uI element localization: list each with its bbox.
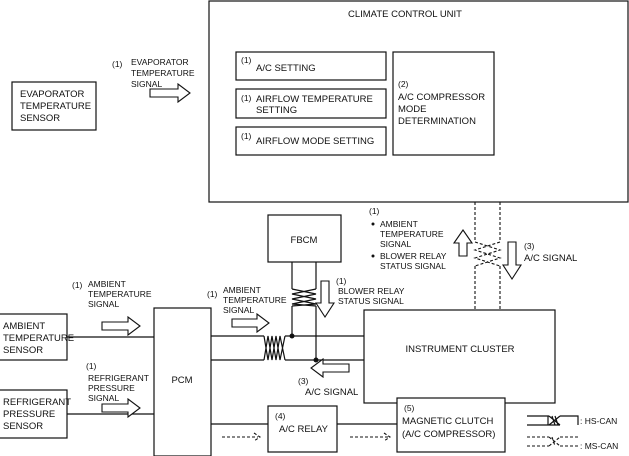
svg-text:TEMPERATURE: TEMPERATURE [20, 101, 91, 112]
arrow-down-icon [314, 280, 336, 319]
evaporator-temperature-sensor-box: EVAPORATOR TEMPERATURE SENSOR [11, 81, 97, 131]
blower-relay-status-signal: (1) BLOWER RELAY STATUS SIGNAL [336, 276, 405, 306]
svg-text:STATUS SIGNAL: STATUS SIGNAL [380, 261, 446, 271]
svg-text:(1): (1) [86, 361, 97, 371]
svg-text:(A/C COMPRESSOR): (A/C COMPRESSOR) [402, 429, 495, 440]
svg-text:SIGNAL: SIGNAL [380, 239, 411, 249]
legend: : HS-CAN : MS-CAN [527, 415, 618, 451]
svg-text:A/C COMPRESSOR: A/C COMPRESSOR [398, 92, 485, 103]
magnetic-clutch-box: (5) MAGNETIC CLUTCH (A/C COMPRESSOR) [396, 397, 506, 453]
evaporator-temperature-signal: (1) EVAPORATOR TEMPERATURE SIGNAL [112, 57, 195, 104]
svg-text:SETTING: SETTING [256, 105, 297, 116]
legend-hs-can: : HS-CAN [580, 416, 617, 426]
svg-text:MAGNETIC CLUTCH: MAGNETIC CLUTCH [402, 416, 493, 427]
svg-text:(5): (5) [404, 403, 415, 413]
svg-text:SIGNAL: SIGNAL [131, 79, 162, 89]
svg-text:SENSOR: SENSOR [3, 345, 43, 356]
svg-text:FBCM: FBCM [291, 235, 318, 246]
svg-text:A/C RELAY: A/C RELAY [279, 424, 329, 435]
svg-text:(4): (4) [275, 411, 286, 421]
ms-can-ac-signal: (3) A/C SIGNAL [524, 241, 577, 264]
svg-text:AMBIENT: AMBIENT [3, 321, 45, 332]
refrigerant-pressure-sensor-box: REFRIGERANT PRESSURE SENSOR [0, 389, 71, 439]
svg-text:EVAPORATOR: EVAPORATOR [20, 89, 85, 100]
svg-text:(1): (1) [241, 55, 252, 65]
arrow-up-icon [452, 229, 474, 257]
svg-text:AMBIENT: AMBIENT [380, 219, 418, 229]
ac-relay-box: (4) A/C RELAY [267, 405, 338, 453]
twisted-pair-icon [473, 241, 502, 267]
twisted-pair-icon [263, 335, 286, 361]
ic-ac-signal: (3) A/C SIGNAL [298, 376, 358, 398]
svg-text:(1): (1) [207, 289, 218, 299]
svg-text:DETERMINATION: DETERMINATION [398, 116, 476, 127]
svg-text:(2): (2) [398, 79, 409, 89]
refrigerant-pressure-signal: (1) REFRIGERANT PRESSURE SIGNAL [86, 361, 149, 419]
svg-text:AMBIENT: AMBIENT [223, 285, 261, 295]
svg-text:TEMPERATURE: TEMPERATURE [88, 289, 152, 299]
svg-text:(1): (1) [336, 276, 347, 286]
svg-text:REFRIGERANT: REFRIGERANT [3, 397, 71, 408]
pcm-ambient-temperature-signal: (1) AMBIENT TEMPERATURE SIGNAL [207, 285, 287, 334]
fbcm-box: FBCM [267, 214, 342, 263]
svg-text:TEMPERATURE: TEMPERATURE [131, 68, 195, 78]
svg-text:SIGNAL: SIGNAL [88, 299, 119, 309]
svg-text:(3): (3) [524, 241, 535, 251]
svg-text:PCM: PCM [171, 375, 192, 386]
svg-text:INSTRUMENT CLUSTER: INSTRUMENT CLUSTER [405, 344, 514, 355]
arrow-right-icon [101, 397, 141, 419]
arrow-left-icon [310, 357, 350, 379]
arrow-right-icon [231, 312, 270, 334]
svg-text:A/C SIGNAL: A/C SIGNAL [524, 253, 577, 264]
svg-text:(3): (3) [298, 376, 309, 386]
legend-ms-can: : MS-CAN [580, 441, 618, 451]
svg-text:SENSOR: SENSOR [20, 113, 60, 124]
svg-text:(1): (1) [112, 59, 123, 69]
airflow-mode-setting-box: (1) AIRFLOW MODE SETTING [235, 126, 387, 156]
svg-text:(1): (1) [72, 280, 83, 290]
svg-text:BLOWER RELAY: BLOWER RELAY [380, 251, 447, 261]
svg-text:PRESSURE: PRESSURE [88, 383, 135, 393]
ccu-title: CLIMATE CONTROL UNIT [348, 9, 462, 20]
svg-text:TEMPERATURE: TEMPERATURE [3, 333, 74, 344]
pcm-box: PCM [153, 307, 212, 456]
ms-can-signals-up: (1) AMBIENT TEMPERATURE SIGNAL BLOWER RE… [369, 206, 447, 271]
svg-text:TEMPERATURE: TEMPERATURE [380, 229, 444, 239]
svg-text:SIGNAL: SIGNAL [223, 305, 254, 315]
twisted-pair-icon [291, 288, 317, 307]
svg-text:TEMPERATURE: TEMPERATURE [223, 295, 287, 305]
svg-text:STATUS SIGNAL: STATUS SIGNAL [338, 296, 404, 306]
arrow-down-icon [501, 241, 523, 281]
svg-text:EVAPORATOR: EVAPORATOR [131, 57, 189, 67]
ambient-temperature-signal: (1) AMBIENT TEMPERATURE SIGNAL [72, 279, 152, 337]
compressor-mode-determination-box: (2) A/C COMPRESSOR MODE DETERMINATION [392, 51, 495, 156]
svg-text:BLOWER RELAY: BLOWER RELAY [338, 286, 405, 296]
svg-text:(1): (1) [241, 93, 252, 103]
svg-text:AIRFLOW TEMPERATURE: AIRFLOW TEMPERATURE [256, 94, 373, 105]
svg-text:AMBIENT: AMBIENT [88, 279, 126, 289]
ac-setting-box: (1) A/C SETTING [235, 51, 387, 81]
svg-text:PRESSURE: PRESSURE [3, 409, 55, 420]
svg-text:REFRIGERANT: REFRIGERANT [88, 373, 149, 383]
svg-text:SIGNAL: SIGNAL [88, 393, 119, 403]
svg-text:AIRFLOW MODE SETTING: AIRFLOW MODE SETTING [256, 136, 374, 147]
arrow-right-icon [101, 315, 141, 337]
arrow-right-icon [149, 82, 191, 104]
instrument-cluster-box: INSTRUMENT CLUSTER [363, 309, 556, 404]
svg-text:A/C SETTING: A/C SETTING [256, 63, 316, 74]
svg-text:SENSOR: SENSOR [3, 421, 43, 432]
svg-text:A/C SIGNAL: A/C SIGNAL [305, 387, 358, 398]
svg-text:MODE: MODE [398, 104, 427, 115]
ambient-temperature-sensor-box: AMBIENT TEMPERATURE SENSOR [0, 313, 74, 361]
airflow-temperature-setting-box: (1) AIRFLOW TEMPERATURE SETTING [235, 88, 387, 119]
svg-text:(1): (1) [241, 131, 252, 141]
svg-text:(1): (1) [369, 206, 380, 216]
